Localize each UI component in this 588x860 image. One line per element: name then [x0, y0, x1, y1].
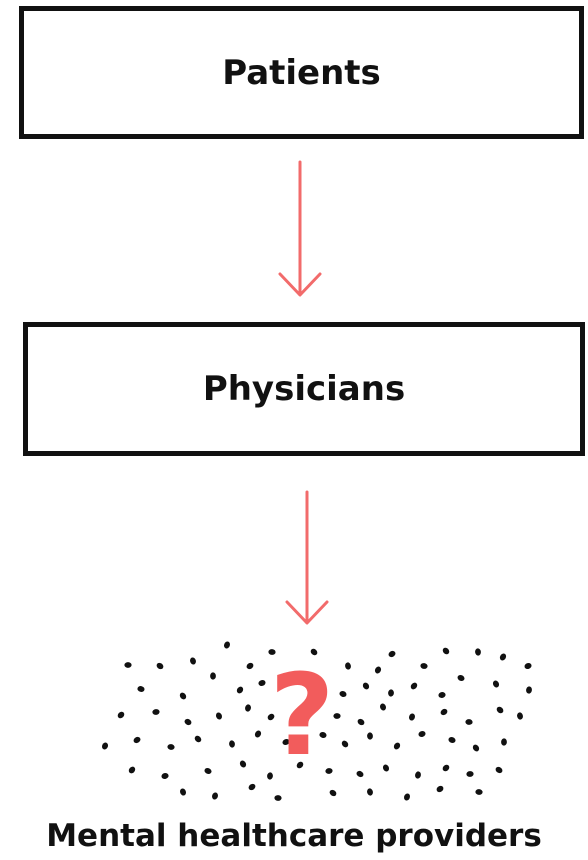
dot: [408, 713, 416, 722]
dot: [124, 662, 131, 668]
dot: [101, 742, 109, 751]
dot: [420, 663, 428, 670]
arrow-patients-to-physicians: [270, 160, 330, 300]
dot: [516, 712, 523, 720]
dot: [374, 665, 382, 674]
arrow-physicians-to-providers: [277, 490, 337, 630]
dot: [492, 679, 501, 688]
dot: [193, 734, 202, 743]
dot: [379, 703, 387, 712]
dot: [132, 736, 141, 745]
mental-healthcare-providers-label: Mental healthcare providers: [0, 818, 588, 854]
dot: [239, 759, 248, 768]
dot: [362, 681, 371, 690]
dot: [244, 704, 251, 712]
physicians-box: Physicians: [23, 322, 585, 456]
dot: [229, 740, 236, 748]
dot: [448, 736, 457, 744]
dot: [387, 650, 396, 658]
question-mark-icon: ?: [262, 660, 342, 772]
dot: [167, 744, 175, 751]
dot: [495, 705, 504, 714]
dot: [418, 730, 427, 738]
dot: [403, 793, 411, 802]
patients-label: Patients: [222, 53, 381, 93]
dot: [245, 662, 254, 671]
dot: [414, 771, 421, 779]
dot: [210, 672, 216, 679]
dot: [116, 710, 125, 719]
dot: [466, 771, 474, 777]
dot: [179, 788, 187, 797]
dot: [441, 646, 450, 655]
dot: [388, 689, 394, 697]
dot: [457, 674, 466, 682]
dot: [409, 681, 418, 690]
dot: [223, 641, 231, 650]
dot: [441, 763, 450, 772]
dot: [501, 738, 507, 745]
patients-box: Patients: [19, 6, 584, 139]
dot: [499, 652, 508, 661]
dot: [524, 662, 533, 670]
dot: [465, 719, 472, 725]
dot: [155, 662, 164, 671]
dot: [355, 770, 364, 779]
dot: [137, 685, 145, 692]
dot: [189, 657, 197, 666]
dot: [435, 785, 444, 794]
dot: [438, 691, 446, 698]
physicians-label: Physicians: [203, 369, 405, 409]
dot: [367, 732, 373, 739]
dot: [439, 708, 448, 717]
dot: [393, 741, 402, 750]
dot: [247, 783, 256, 792]
dot: [472, 743, 481, 752]
dot: [236, 685, 245, 694]
dot: [152, 709, 160, 716]
dot: [328, 788, 337, 797]
dot: [356, 718, 365, 727]
dot: [274, 795, 281, 801]
dot: [127, 765, 136, 774]
dot: [494, 766, 503, 775]
dot: [215, 712, 223, 721]
dot: [183, 718, 192, 727]
dot: [254, 729, 263, 738]
dot: [526, 686, 533, 694]
dot: [178, 691, 187, 700]
dot: [475, 789, 483, 796]
dot: [161, 772, 169, 779]
dot: [366, 788, 373, 796]
dot: [475, 648, 482, 656]
dot: [211, 792, 219, 801]
dot: [204, 767, 213, 775]
dot: [382, 764, 390, 773]
dot: [344, 662, 351, 670]
